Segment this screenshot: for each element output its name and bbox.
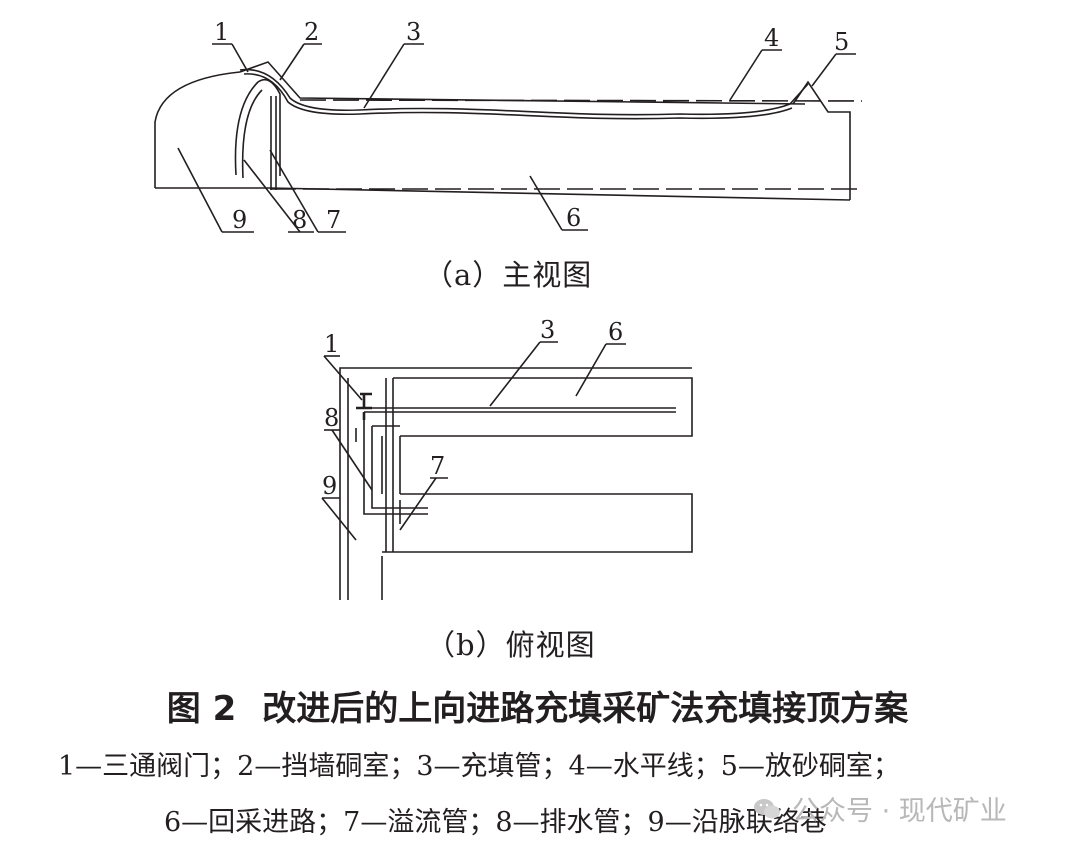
horizontal-line-top [299,99,863,102]
callout-a-3: 3 [406,18,421,46]
top-view-callouts: 1 3 6 7 8 9 [322,316,623,500]
callout-a-2: 2 [304,18,319,46]
tee-valve [356,392,372,420]
watermark-text: 公众号 · 现代矿业 [792,796,1007,827]
legend-line-1: 1—三通阀门；2—挡墙硐室；3—充填管；4—水平线；5—放砂硐室； [58,751,900,782]
figure-title-text: 改进后的上向进路充填采矿法充填接顶方案 [262,689,909,729]
callout-a-1: 1 [214,18,229,46]
callout-a-5: 5 [834,28,849,56]
callout-b-8: 8 [324,404,339,432]
drainage-pipe-inner [241,89,263,179]
route-6-upper [393,377,693,437]
front-view-callouts: 1 2 3 4 5 6 7 8 9 [214,18,849,234]
top-view [321,341,693,600]
callout-a-8: 8 [292,206,307,234]
legend-line-2: 6—回采进路；7—溢流管；8—排水管；9—沿脉联络巷 [164,807,827,838]
callout-a-6: 6 [566,204,581,232]
callout-b-9: 9 [322,472,337,500]
drainage-pipe-top [363,420,428,515]
callout-b-6: 6 [608,318,623,346]
top-view-caption: （b）俯视图 [426,628,596,662]
front-view [154,43,863,233]
figure-number: 图 2 [166,689,237,729]
callout-a-4: 4 [764,24,779,52]
callout-b-7: 7 [430,452,445,480]
front-view-caption: （a）主视图 [424,258,593,292]
wechat-icon [754,798,780,818]
figure-title: 图 2 改进后的上向进路充填采矿法充填接顶方案 [0,681,1075,730]
watermark: 公众号 · 现代矿业 [752,789,1007,828]
filling-pipe [239,68,809,116]
drift-9-outline [154,71,241,188]
discharge-chamber [792,80,851,200]
filling-pipe-inner [243,73,793,120]
route-floor [155,187,851,201]
drift-9-outer [339,367,692,600]
route-lower [382,493,693,553]
callout-b-3: 3 [540,316,555,344]
drainage-pipe [234,78,281,176]
callout-b-1: 1 [324,330,339,358]
callout-a-9: 9 [232,206,247,234]
roof-line [239,61,806,105]
callout-a-7: 7 [326,206,341,234]
